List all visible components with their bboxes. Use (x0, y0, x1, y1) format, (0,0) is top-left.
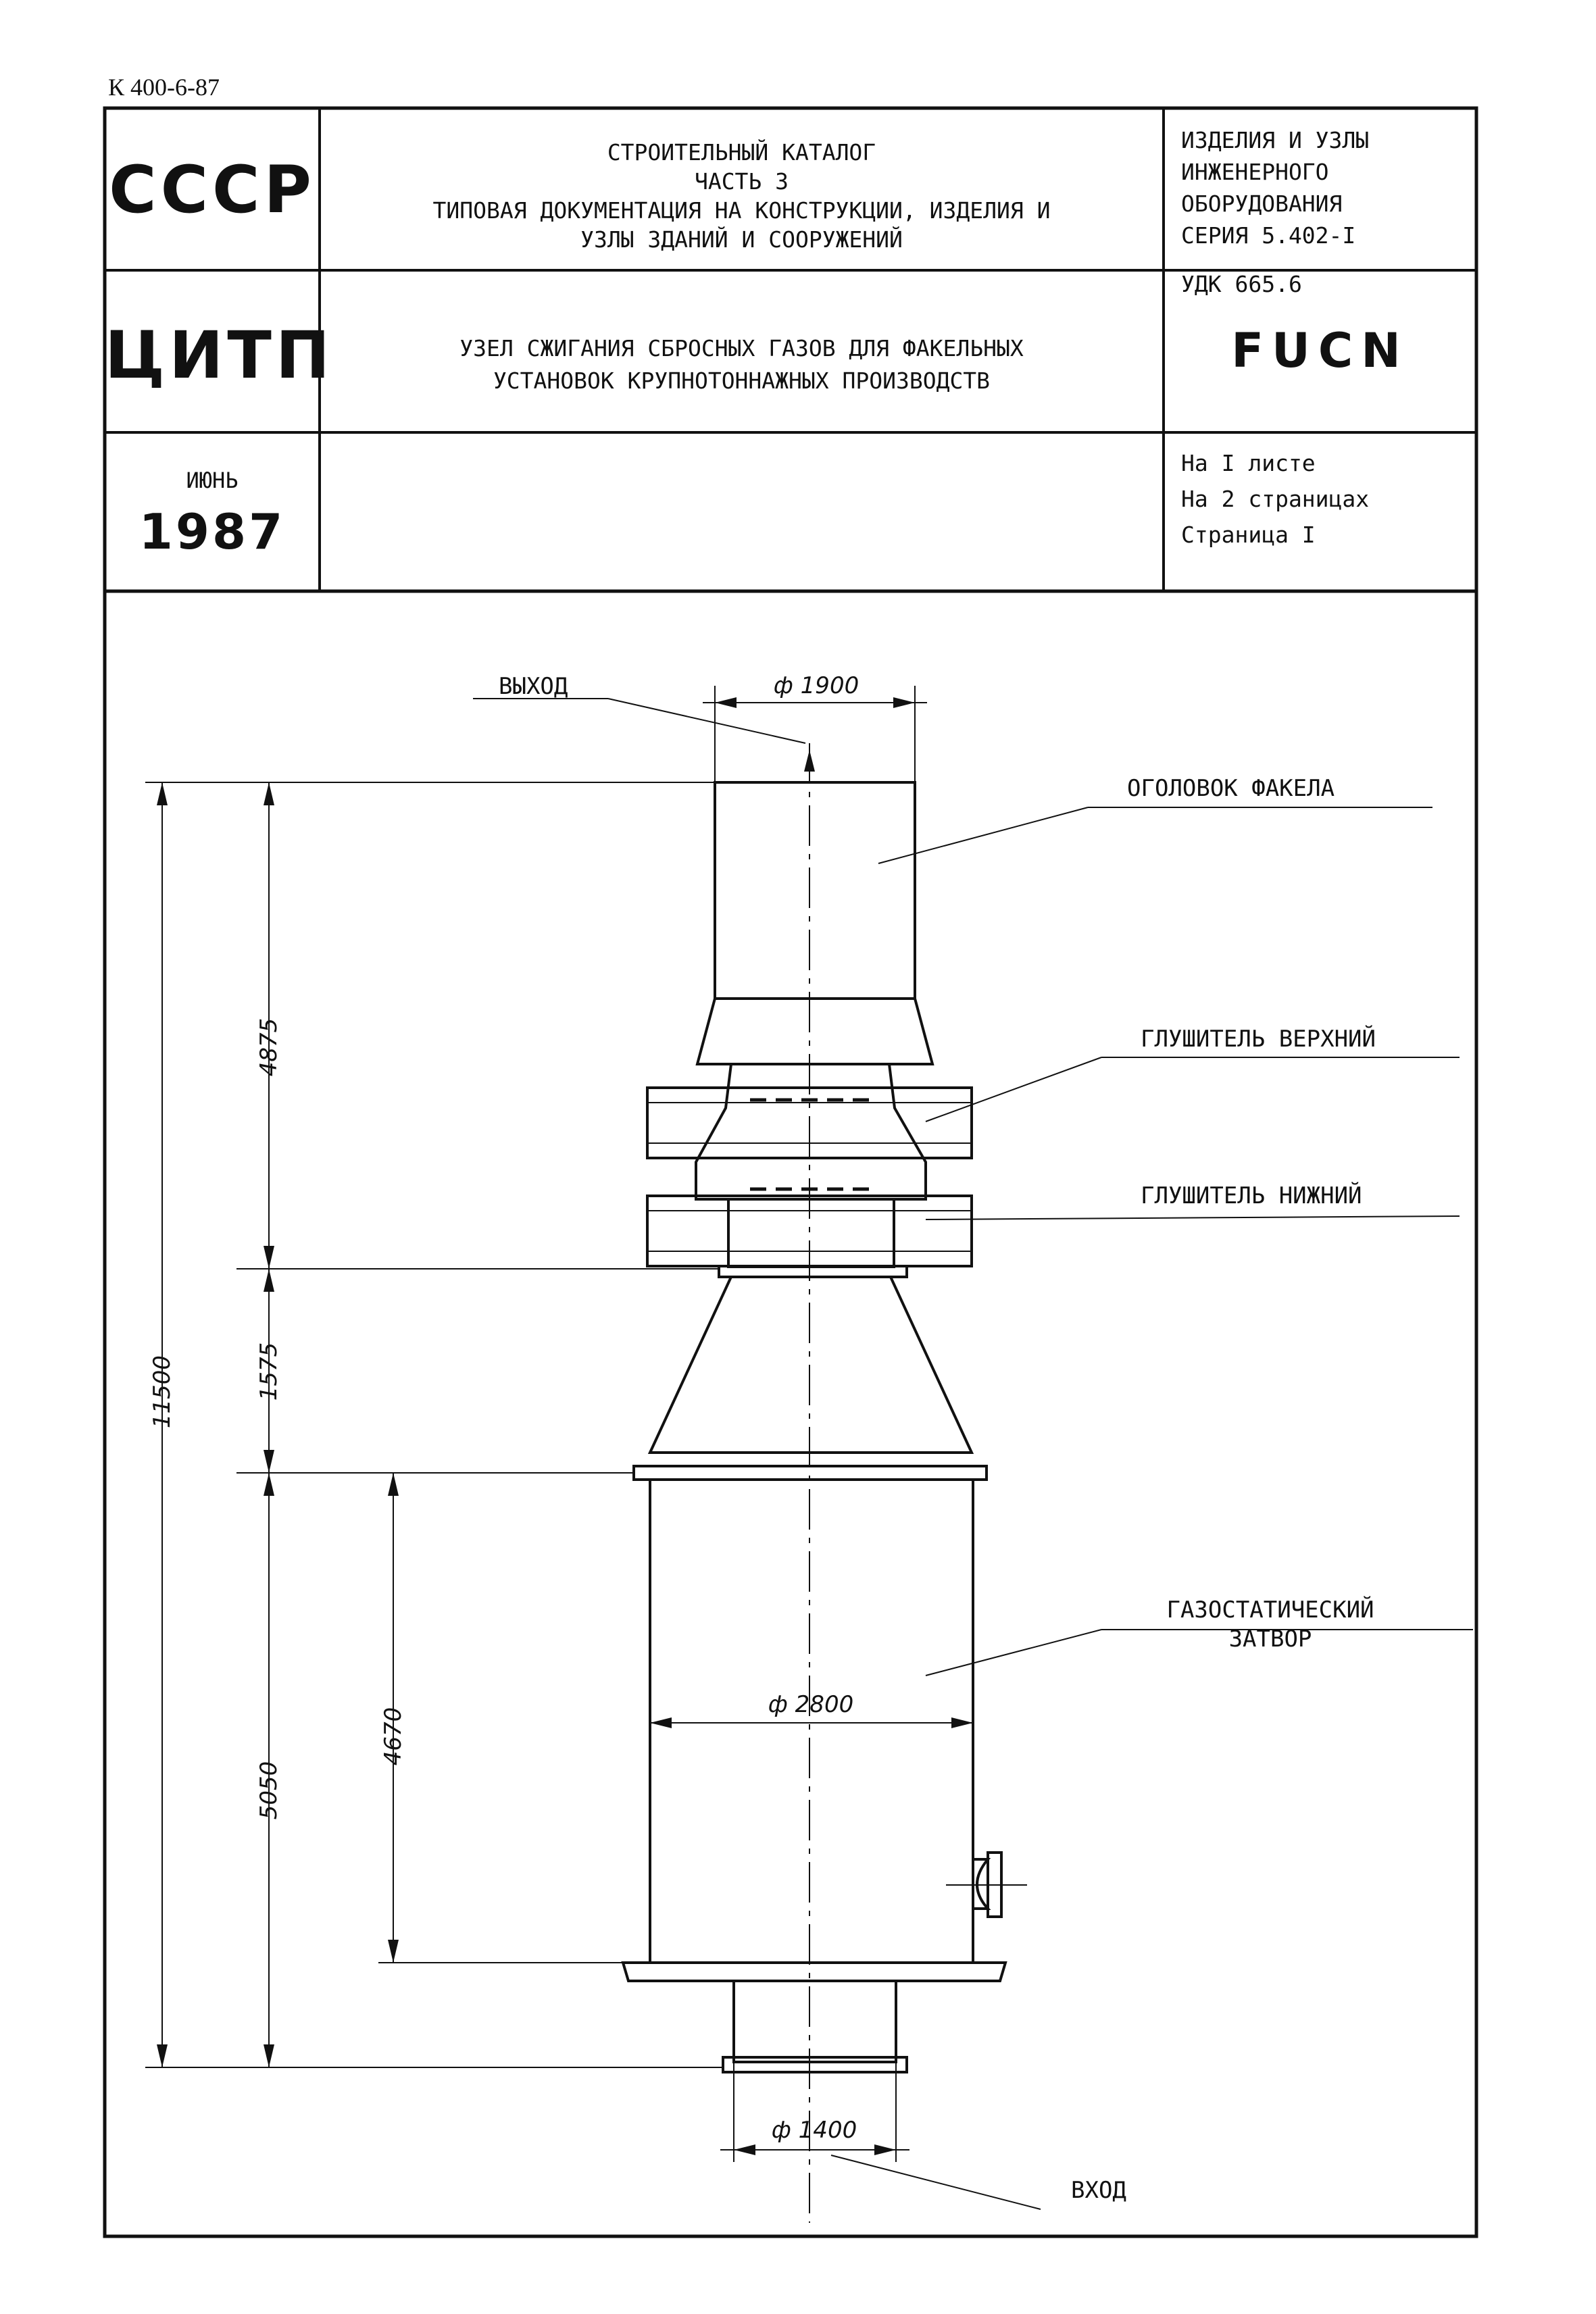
org-ussr: СССР (109, 152, 316, 228)
document-title-line: УЗЕЛ СЖИГАНИЯ СБРОСНЫХ ГАЗОВ ДЛЯ ФАКЕЛЬН… (459, 335, 1024, 361)
year-label: 1987 (139, 503, 286, 560)
title-block: УЗЕЛ СЖИГАНИЯ СБРОСНЫХ ГАЗОВ ДЛЯ ФАКЕЛЬН… (320, 332, 1164, 397)
document-title-line: УСТАНОВОК КРУПНОТОННАЖНЫХ ПРОИЗВОДСТВ (493, 367, 991, 394)
outlet-label: ВЫХОД (499, 673, 568, 700)
dim-total-height: 11500 (149, 1355, 176, 1429)
sheet-line: Страница I (1181, 521, 1316, 548)
sheet-line: На 2 страницах (1181, 485, 1370, 512)
inlet-label: ВХОД (1071, 2177, 1126, 2204)
series-line: СЕРИЯ 5.402-I (1181, 222, 1356, 249)
series-line: ИНЖЕНЕРНОГО (1181, 158, 1329, 185)
series-block: ИЗДЕЛИЯ И УЗЛЫ ИНЖЕНЕРНОГО ОБОРУДОВАНИЯ … (1181, 125, 1465, 251)
dim-cone-height: 1575 (255, 1342, 282, 1401)
series-line: ИЗДЕЛИЯ И УЗЛЫ (1181, 127, 1370, 153)
flare-tip-label: ОГОЛОВОК ФАКЕЛА (1127, 775, 1335, 802)
sheet-block: На I листе На 2 страницах Страница I (1181, 446, 1369, 553)
lower-silencer-label: ГЛУШИТЕЛЬ НИЖНИЙ (1141, 1182, 1362, 1209)
upper-silencer-label: ГЛУШИТЕЛЬ ВЕРХНИЙ (1141, 1026, 1376, 1053)
dim-lower-height: 5050 (255, 1761, 282, 1820)
dim-diameter-mid: ф 2800 (768, 1691, 854, 1718)
gas-seal-label-line: ЗАТВОР (1228, 1625, 1312, 1653)
sheet-line: На I листе (1181, 450, 1316, 476)
catalog-line: ЧАСТЬ 3 (694, 168, 789, 195)
gas-seal-label: ГАЗОСТАТИЧЕСКИЙ ЗАТВОР (1149, 1596, 1392, 1653)
series-line: ОБОРУДОВАНИЯ (1181, 190, 1343, 217)
dim-inner-height: 4670 (380, 1707, 407, 1766)
catalog-line: УЗЛЫ ЗДАНИЙ И СООРУЖЕНИЙ (580, 226, 903, 253)
item-code: FUCN (1231, 323, 1409, 378)
org-citp: ЦИТП (105, 318, 334, 393)
dim-diameter-bottom: ф 1400 (771, 2117, 857, 2144)
dim-upper-height: 4875 (255, 1017, 282, 1077)
catalog-block: СТРОИТЕЛЬНЫЙ КАТАЛОГ ЧАСТЬ 3 ТИПОВАЯ ДОК… (320, 139, 1164, 255)
udk-label: УДК 665.6 (1181, 271, 1302, 297)
month-label: ИЮНЬ (186, 468, 239, 493)
document-code: К 400-6-87 (108, 74, 220, 101)
dim-diameter-top: ф 1900 (773, 672, 859, 699)
catalog-line: СТРОИТЕЛЬНЫЙ КАТАЛОГ (607, 139, 876, 166)
gas-seal-label-line: ГАЗОСТАТИЧЕСКИЙ (1166, 1596, 1374, 1624)
catalog-line: ТИПОВАЯ ДОКУМЕНТАЦИЯ НА КОНСТРУКЦИИ, ИЗД… (432, 197, 1051, 224)
